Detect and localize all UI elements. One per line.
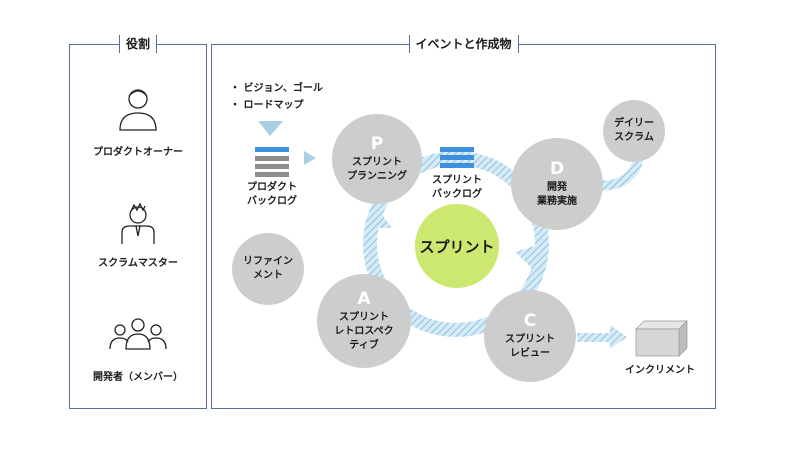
review-label: スプリント レビュー <box>505 333 555 359</box>
sprint-label: スプリント <box>419 237 495 256</box>
development-circle: D 開発 業務実施 <box>511 138 603 230</box>
development-letter: D <box>549 158 565 179</box>
daily-scrum-circle: デイリー スクラム <box>603 100 665 162</box>
product-backlog-stack-icon <box>255 147 289 177</box>
retrospective-label: スプリント レトロスペク ティブ <box>334 311 394 351</box>
bullets-to-backlog-arrow <box>258 121 283 136</box>
backlog-to-planning-arrow <box>304 151 316 165</box>
development-label: 開発 業務実施 <box>537 181 577 207</box>
role-label-developers: 開発者（メンバー） <box>93 372 183 383</box>
roles-title: 役割 <box>118 35 158 53</box>
review-to-increment-arrow <box>577 325 627 349</box>
planning-label: スプリント プランニング <box>347 156 407 182</box>
roles-panel: 役割 <box>69 35 207 409</box>
sprint-backlog-label: スプリント バックログ <box>432 175 482 200</box>
bullet-roadmap: ロードマップ <box>230 97 323 114</box>
planning-circle: P スプリント プランニング <box>332 114 422 204</box>
events-title: イベントと作成物 <box>408 35 519 53</box>
vision-bullets: ビジョン、ゴール ロードマップ <box>230 80 323 114</box>
review-circle: C スプリント レビュー <box>484 290 576 382</box>
retrospective-circle: A スプリント レトロスペク ティブ <box>317 274 411 368</box>
planning-letter: P <box>370 133 384 154</box>
events-panel: イベントと作成物 <box>211 35 716 409</box>
review-letter: C <box>523 310 537 331</box>
retrospective-letter: A <box>357 288 371 309</box>
daily-scrum-label: デイリー スクラム <box>614 118 654 143</box>
increment-box-icon <box>635 320 688 357</box>
refinement-circle: リファイン メント <box>232 233 304 305</box>
sprint-backlog-stack-icon <box>440 147 474 168</box>
increment-label: インクリメント <box>625 365 695 376</box>
role-label-product-owner: プロダクトオーナー <box>93 147 183 158</box>
product-owner-person-icon <box>119 89 157 131</box>
sprint-center-circle: スプリント <box>415 204 499 288</box>
scrum-master-person-icon <box>121 202 155 244</box>
role-label-scrum-master: スクラムマスター <box>98 258 178 269</box>
product-backlog-label: プロダクト バックログ <box>247 182 297 207</box>
refinement-label: リファイン メント <box>243 256 293 281</box>
bullet-vision: ビジョン、ゴール <box>230 80 322 97</box>
developers-group-icon <box>109 318 167 350</box>
